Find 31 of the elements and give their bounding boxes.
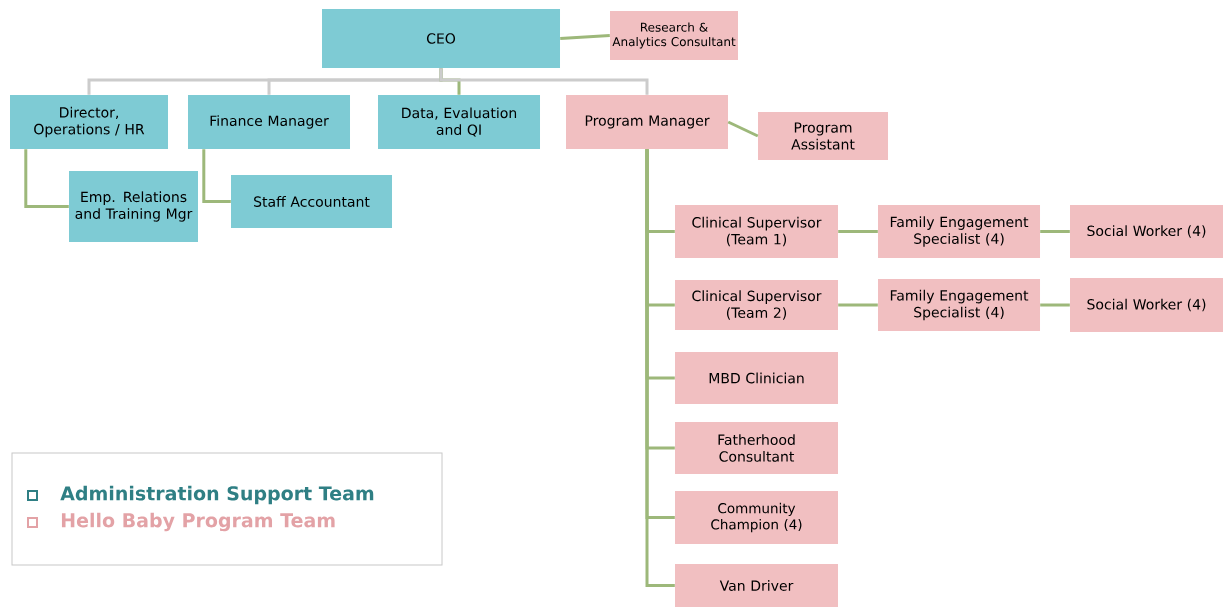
connector-line <box>838 230 878 233</box>
role-box: CEO <box>322 9 560 68</box>
role-box: Director, Operations / HR <box>10 95 168 149</box>
legend-label: Administration Support Team <box>60 485 374 505</box>
role-box: Community Champion (4) <box>675 491 838 544</box>
legend-label: Hello Baby Program Team <box>61 512 335 532</box>
role-box: Family Engagement Specialist (4) <box>878 279 1040 331</box>
connector-line <box>727 120 759 138</box>
role-box: Research & Analytics Consultant <box>610 11 738 60</box>
role-box: MBD Clinician <box>675 352 838 404</box>
role-box: Staff Accountant <box>231 175 392 228</box>
role-box: Clinical Supervisor (Team 2) <box>675 280 838 330</box>
role-box: Program Assistant <box>758 112 888 160</box>
role-box: Social Worker (4) <box>1070 205 1223 258</box>
connector-line <box>1040 303 1070 307</box>
connector-line <box>202 149 231 203</box>
connector-line <box>645 149 675 587</box>
role-box: Van Driver <box>675 564 838 607</box>
role-box: Program Manager <box>566 95 728 149</box>
role-box: Social Worker (4) <box>1070 278 1223 332</box>
role-box: Fatherhood Consultant <box>675 422 838 474</box>
role-box: Data, Evaluation and QI <box>378 95 540 149</box>
connector-line <box>1040 230 1070 233</box>
role-box: Clinical Supervisor (Team 1) <box>675 205 838 258</box>
connector-line <box>439 68 649 95</box>
role-box: Emp. Relations and Training Mgr <box>69 171 198 242</box>
role-box: Finance Manager <box>188 95 350 149</box>
connector-line <box>838 303 878 307</box>
connector-line <box>560 34 610 40</box>
connector-line <box>24 149 69 208</box>
role-box: Family Engagement Specialist (4) <box>878 205 1040 258</box>
